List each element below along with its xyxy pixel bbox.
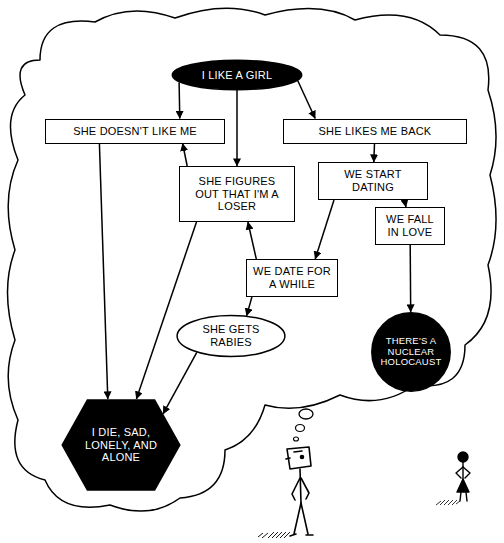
node-label: SHE DOESN'T LIKE ME xyxy=(73,125,197,138)
node-label: SHE GETS RABIES xyxy=(192,323,270,348)
node-shape xyxy=(177,315,285,356)
thought-bubble xyxy=(296,425,305,432)
node-label: SHE LIKES ME BACK xyxy=(319,125,432,138)
thought-bubble xyxy=(294,437,299,441)
end-hexagon: I DIE, SAD, LONELY, AND ALONE xyxy=(61,399,181,491)
node-label: WE DATE FOR A WHILE xyxy=(253,265,331,290)
flow-arrow xyxy=(99,144,107,400)
terminal-ellipse: I LIKE A GIRL xyxy=(171,60,303,90)
flow-arrow xyxy=(409,245,411,312)
woman-figure xyxy=(456,452,470,501)
man-figure xyxy=(286,447,313,536)
thought-cloud xyxy=(8,8,497,511)
man-shadow xyxy=(258,532,290,538)
node-label: WE FALL IN LOVE xyxy=(382,213,438,238)
node-label: I LIKE A GIRL xyxy=(202,69,272,82)
terminal-ellipse: SHE GETS RABIES xyxy=(176,315,286,357)
node-shape xyxy=(172,60,301,89)
node-label: I DIE, SAD, LONELY, AND ALONE xyxy=(83,426,159,464)
flow-arrow xyxy=(315,200,334,259)
flow-arrow xyxy=(136,222,196,399)
node-shape xyxy=(372,313,450,391)
process-box: SHE LIKES ME BACK xyxy=(283,119,467,144)
flow-arrow xyxy=(236,90,238,166)
process-box: WE FALL IN LOVE xyxy=(375,207,445,245)
flow-arrow xyxy=(163,352,197,413)
flow-arrow xyxy=(405,200,407,207)
process-box: SHE FIGURES OUT THAT I'M A LOSER xyxy=(179,166,295,222)
woman-shadow xyxy=(436,500,460,505)
thought-bubble xyxy=(299,409,313,419)
node-label: THERE'S A NUCLEAR HOLOCAUST xyxy=(381,336,442,369)
flow-arrow xyxy=(298,81,315,119)
node-label: WE START DATING xyxy=(325,168,421,193)
process-box: WE START DATING xyxy=(318,162,428,200)
process-box: SHE DOESN'T LIKE ME xyxy=(45,119,225,144)
node-label: SHE FIGURES OUT THAT I'M A LOSER xyxy=(187,175,287,213)
flow-arrow xyxy=(373,144,375,163)
flow-arrow xyxy=(183,144,188,167)
flow-arrow xyxy=(248,222,256,259)
process-box: WE DATE FOR A WHILE xyxy=(246,259,338,297)
terminal-ellipse: THERE'S A NUCLEAR HOLOCAUST xyxy=(371,312,451,392)
flow-arrow xyxy=(178,82,180,118)
node-shape xyxy=(62,400,180,490)
flow-arrow xyxy=(247,297,252,316)
